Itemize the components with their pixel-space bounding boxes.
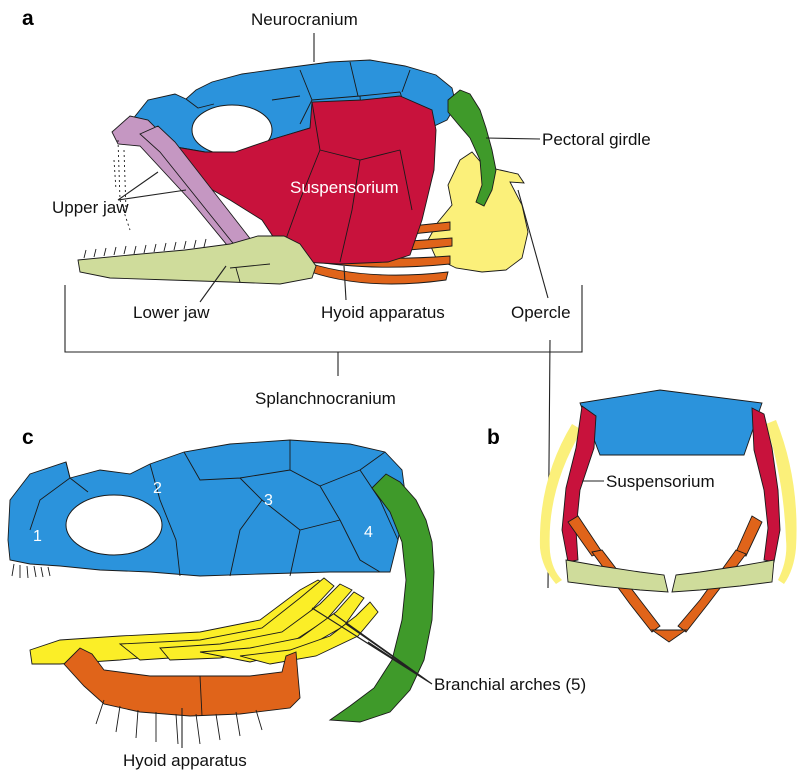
neurocranium-c bbox=[8, 440, 406, 576]
panel-c: c 1 2 3 4 Branchial arches (5) Hyoid app… bbox=[8, 426, 586, 770]
panel-b-letter: b bbox=[487, 426, 500, 449]
neurocranium-b bbox=[580, 390, 762, 455]
panel-a-letter: a bbox=[22, 7, 34, 30]
opercle-a bbox=[428, 152, 528, 272]
label-opercle: Opercle bbox=[511, 303, 571, 322]
label-region-2: 2 bbox=[153, 480, 162, 497]
label-suspensorium-a: Suspensorium bbox=[290, 178, 399, 197]
panel-b: b Suspensorium bbox=[487, 390, 797, 642]
label-region-1: 1 bbox=[33, 528, 42, 545]
label-region-4: 4 bbox=[364, 524, 373, 541]
leader-pectoral-girdle bbox=[486, 138, 540, 139]
label-region-3: 3 bbox=[264, 492, 273, 509]
label-lower-jaw: Lower jaw bbox=[133, 303, 210, 322]
neurocranium-c-teeth bbox=[12, 564, 50, 578]
label-pectoral-girdle: Pectoral girdle bbox=[542, 130, 651, 149]
panel-c-letter: c bbox=[22, 426, 34, 449]
label-branchial-arches: Branchial arches (5) bbox=[434, 675, 586, 694]
label-hyoid-c: Hyoid apparatus bbox=[123, 751, 247, 770]
label-hyoid-a: Hyoid apparatus bbox=[321, 303, 445, 322]
lower-jaw-b-left bbox=[566, 560, 668, 592]
label-neurocranium: Neurocranium bbox=[251, 10, 358, 29]
orbit-c bbox=[66, 495, 162, 555]
label-upper-jaw: Upper jaw bbox=[52, 198, 129, 217]
label-suspensorium-b: Suspensorium bbox=[606, 472, 715, 491]
lower-jaw-a bbox=[78, 236, 316, 284]
label-splanchnocranium: Splanchnocranium bbox=[255, 389, 396, 408]
lower-jaw-b-right bbox=[672, 560, 774, 592]
